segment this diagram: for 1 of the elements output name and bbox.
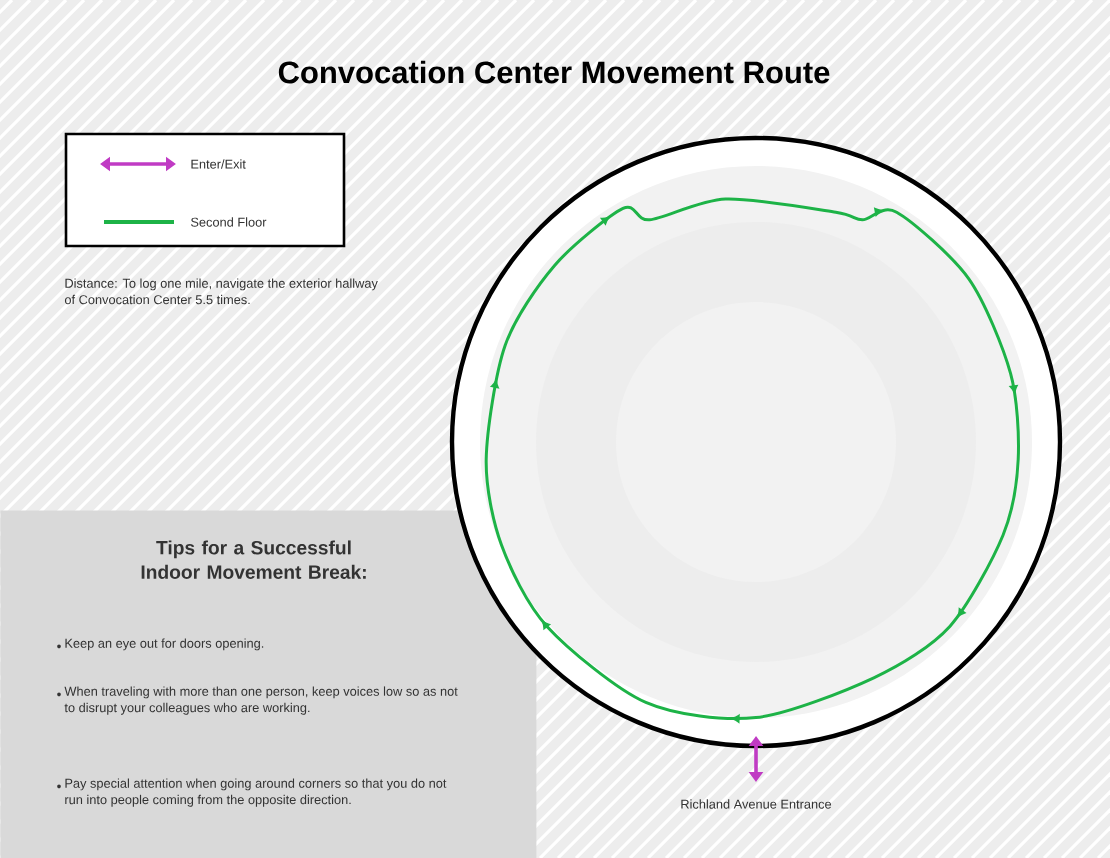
- title: Convocation Center Movement Route: [278, 60, 830, 84]
